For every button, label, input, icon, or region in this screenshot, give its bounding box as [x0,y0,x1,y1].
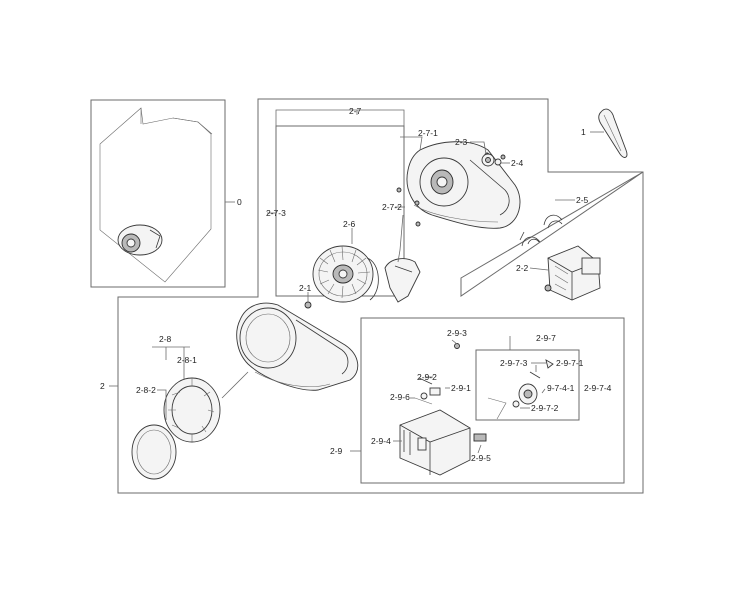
cabinet-illustration [99,107,213,283]
label-2: 2 [100,381,105,391]
label-2-2: 2-2 [516,263,529,273]
label-2-9-7-3: 2-9-7-3 [500,358,528,368]
label-2-9-7-1: 2-9-7-1 [556,358,584,368]
label-2-4: 2-4 [511,158,524,168]
label-2-8: 2-8 [159,334,172,344]
duct-piece-illustration [384,258,421,303]
label-2-9-1: 2-9-1 [451,383,471,393]
label-2-7: 2-7 [349,106,362,116]
label-2-7-2: 2-7-2 [382,202,402,212]
part-labels: 0 1 2 2-1 2-2 2-3 2-4 2-5 2-6 2-7 2-7-1 … [100,106,612,463]
label-2-1: 2-1 [299,283,312,293]
label-2-6: 2-6 [343,219,356,229]
frame-switch-subgroup [475,349,580,421]
label-2-9-7: 2-9-7 [536,333,556,343]
label-2-8-1: 2-8-1 [177,355,197,365]
label-2-9-7-2: 2-9-7-2 [531,403,559,413]
belt-illustration [598,108,628,158]
cabinet-blower-icon [117,224,163,256]
frame-cabinet [90,99,226,288]
fan-housing-illustration [396,141,521,229]
leader-lines [109,109,604,454]
label-2-3: 2-3 [455,137,468,147]
label-2-8-2: 2-8-2 [136,385,156,395]
front-cover-illustration [236,302,359,391]
label-0: 0 [237,197,242,207]
blower-wheel-illustration [312,245,379,303]
label-2-9-7-4: 2-9-7-4 [584,383,612,393]
idler-pulley-illustration [481,153,502,167]
label-2-7-3: 2-7-3 [266,208,286,218]
frames [90,98,644,494]
frame-door-switch-group [360,317,625,484]
door-ring-illustration [163,371,249,443]
label-2-9-6: 2-9-6 [390,392,410,402]
label-1: 1 [581,127,586,137]
door-switch-illustration [399,343,554,476]
label-9-7-4-1: 9-7-4-1 [547,383,575,393]
label-2-9-2: 2-9-2 [417,372,437,382]
screw-illustration [304,301,312,309]
frame-drum-assembly [117,98,644,494]
motor-clips-illustration [519,214,563,247]
label-2-9-3: 2-9-3 [447,328,467,338]
label-2-9: 2-9 [330,446,343,456]
label-2-5: 2-5 [576,195,589,205]
motor-illustration [544,245,601,301]
label-2-9-4: 2-9-4 [371,436,391,446]
label-2-7-1: 2-7-1 [418,128,438,138]
gasket-illustration [131,424,177,480]
label-2-9-5: 2-9-5 [471,453,491,463]
frame-motor-group [460,171,644,297]
